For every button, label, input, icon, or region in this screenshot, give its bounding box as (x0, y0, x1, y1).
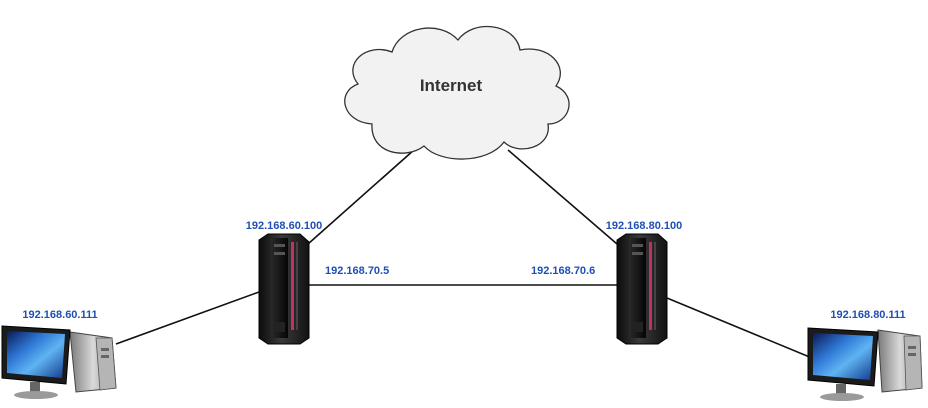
cloud-label: Internet (420, 76, 483, 95)
left-host-computer-icon (1, 325, 117, 399)
right-router-link-ip: 192.168.70.6 (531, 265, 595, 277)
right-router-icon (616, 233, 668, 345)
internet-cloud-icon: Internet (344, 25, 570, 160)
link-left-host-router (115, 291, 260, 345)
left-router-icon (258, 233, 310, 345)
left-router-link-ip: 192.168.70.5 (325, 265, 389, 277)
links (115, 141, 813, 359)
left-router-lan-ip: 192.168.60.100 (246, 220, 322, 232)
right-router-lan-ip: 192.168.80.100 (606, 220, 682, 232)
right-host-ip: 192.168.80.111 (830, 309, 905, 321)
link-left-router-internet (307, 141, 424, 245)
left-host-ip: 192.168.60.111 (22, 309, 97, 321)
link-right-router-internet (507, 149, 618, 245)
link-right-router-host (666, 297, 813, 359)
right-host-computer-icon (807, 327, 923, 401)
